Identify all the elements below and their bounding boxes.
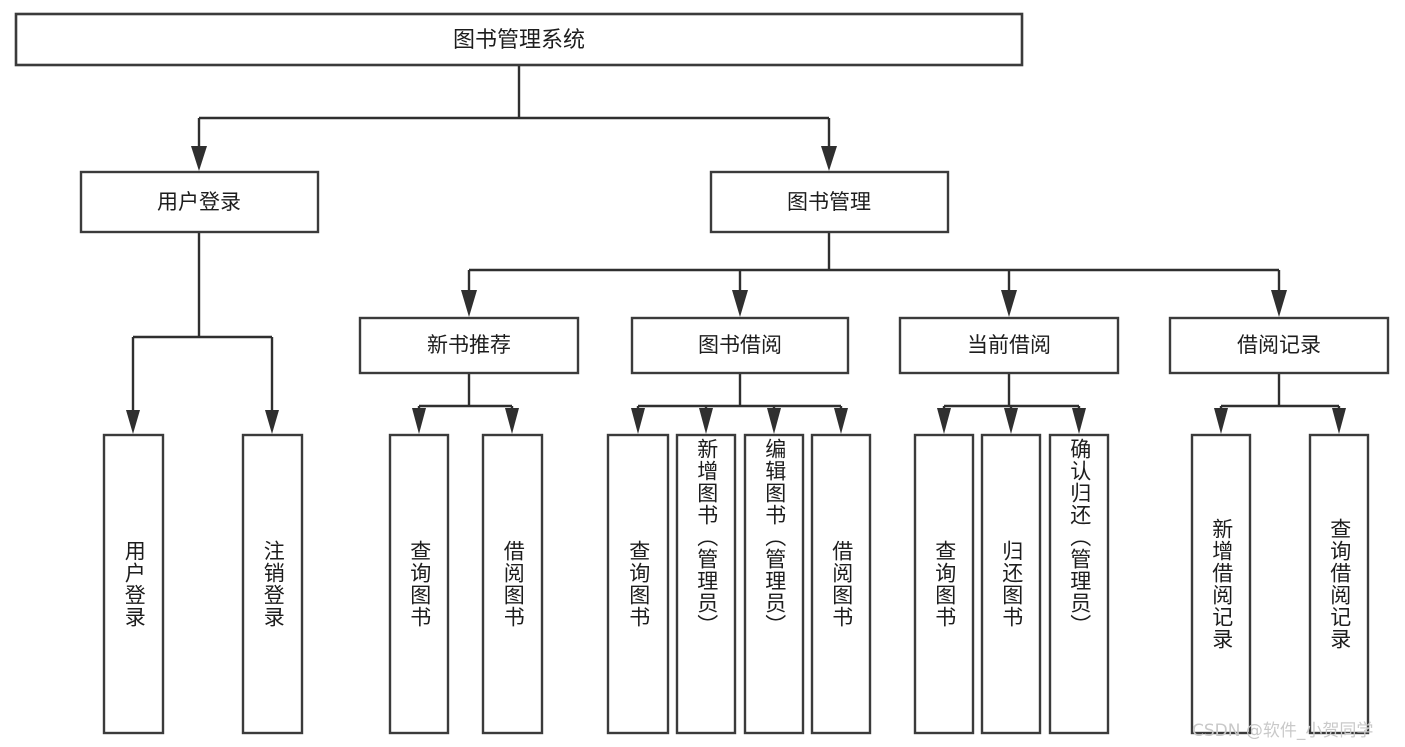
arrow-head-leaf-confirm-return [1072, 408, 1086, 434]
arrow-head-leaf-query-book-1 [412, 408, 426, 434]
arrow-head-leaf-borrow-book-2 [834, 408, 848, 434]
leaf-query-book-3-box[interactable] [913, 433, 975, 735]
edge-group-root [191, 65, 837, 171]
node-book-borrow[interactable]: 图书借阅 [630, 316, 850, 375]
leaf-user-login-box[interactable] [102, 433, 165, 735]
leaf-add-book-box[interactable] [675, 433, 737, 735]
user-login-box[interactable] [79, 170, 320, 234]
current-borrow-label: 当前借阅 [967, 333, 1051, 357]
node-new-book-rec[interactable]: 新书推荐 [358, 316, 580, 375]
root-box[interactable] [14, 12, 1024, 67]
node-user-login[interactable]: 用户登录 [79, 170, 320, 234]
arrow-head-leaf-return-book [1004, 408, 1018, 434]
new-book-rec-box[interactable] [358, 316, 580, 375]
arrow-head-leaf-edit-book [767, 408, 781, 434]
leaf-query-record-box[interactable] [1308, 433, 1370, 735]
leaf-add-record-box[interactable] [1190, 433, 1252, 735]
node-root[interactable]: 图书管理系统 [14, 12, 1024, 67]
node-borrow-record[interactable]: 借阅记录 [1168, 316, 1390, 375]
edge-group-user-login [126, 232, 279, 434]
arrow-head-leaf-logout [265, 410, 279, 434]
root-label: 图书管理系统 [453, 28, 585, 53]
book-manage-label: 图书管理 [787, 190, 871, 214]
user-login-label: 用户登录 [157, 190, 241, 214]
leaf-edit-book-box[interactable] [743, 433, 805, 735]
arrow-head-leaf-query-record [1332, 408, 1346, 434]
leaf-confirm-return-box[interactable] [1048, 433, 1110, 735]
edge-group-book-manage [461, 232, 1287, 317]
arrow-head-borrow-record [1271, 290, 1287, 317]
borrow-record-box[interactable] [1168, 316, 1390, 375]
arrow-head-leaf-add-record [1214, 408, 1228, 434]
leaf-query-book-1-box[interactable] [388, 433, 450, 735]
edge-group-borrow-record [1214, 373, 1346, 434]
leaf-return-book-box[interactable] [980, 433, 1042, 735]
leaf-borrow-book-1-box[interactable] [481, 433, 544, 735]
arrow-head-new-book-rec [461, 290, 477, 317]
arrow-head-leaf-query-book-3 [937, 408, 951, 434]
book-borrow-box[interactable] [630, 316, 850, 375]
edge-group-new-book-rec [412, 373, 519, 434]
node-current-borrow[interactable]: 当前借阅 [898, 316, 1120, 375]
leaf-logout-box[interactable] [241, 433, 304, 735]
edge-group-current-borrow [937, 373, 1086, 434]
leaf-boxes [102, 433, 1370, 735]
new-book-rec-label: 新书推荐 [427, 333, 511, 357]
leaf-query-book-2-box[interactable] [606, 433, 670, 735]
current-borrow-box[interactable] [898, 316, 1120, 375]
arrow-head-leaf-query-book-2 [631, 408, 645, 434]
arrow-head-book-borrow [732, 290, 748, 317]
node-book-manage[interactable]: 图书管理 [709, 170, 950, 234]
arrow-head-user-login [191, 146, 207, 171]
book-borrow-label: 图书借阅 [698, 333, 782, 357]
leaf-borrow-book-2-box[interactable] [810, 433, 872, 735]
edge-group-book-borrow [631, 373, 848, 434]
arrow-head-leaf-user-login [126, 410, 140, 434]
book-manage-box[interactable] [709, 170, 950, 234]
arrow-head-current-borrow [1001, 290, 1017, 317]
borrow-record-label: 借阅记录 [1237, 333, 1321, 357]
arrow-head-leaf-add-book [699, 408, 713, 434]
arrow-head-book-manage [821, 146, 837, 171]
arrow-head-leaf-borrow-book-1 [505, 408, 519, 434]
